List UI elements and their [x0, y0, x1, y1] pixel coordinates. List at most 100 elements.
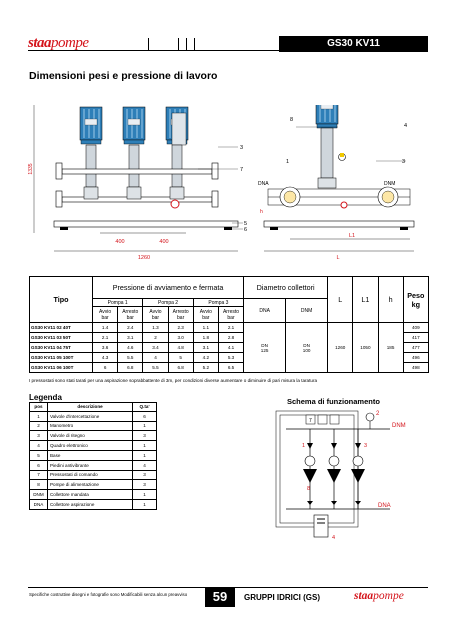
legend-desc: Manometro	[46, 420, 134, 432]
table-cell: 3.4	[142, 342, 169, 353]
pump-3: Pompa 3	[192, 298, 245, 307]
schema-1: 1	[302, 443, 305, 449]
table-cell: 2.4	[117, 322, 144, 333]
col-peso: Peso kg	[402, 276, 430, 323]
table-cell: 1.8	[192, 332, 219, 343]
dna-value: DN 125	[243, 322, 287, 373]
table-cell: 3.0	[167, 332, 194, 343]
table-cell: 4.2	[192, 352, 219, 363]
legend-pos: 5	[29, 449, 48, 461]
legend-header-desc: descrizione	[46, 402, 134, 412]
pump-1: Pompa 1	[91, 298, 144, 307]
col-l1: L1	[352, 276, 379, 323]
legend-qty: 1	[132, 440, 157, 451]
col-h: h	[377, 276, 404, 323]
table-cell: 3.1	[117, 332, 144, 343]
legend-desc: Valvole d'intercettazione	[46, 410, 134, 422]
schema-8: 8	[307, 486, 310, 492]
dim-width: 1260	[138, 255, 150, 261]
legend-pos: 8	[29, 479, 48, 491]
label-dnm: DNM	[384, 181, 395, 187]
model-name: GS30 KV11 02 40T	[29, 322, 93, 333]
col-dnm: DNM	[285, 298, 329, 323]
model-name: GS30 KV11 06 100T	[29, 362, 93, 373]
l1-value: 1050	[352, 322, 379, 373]
table-cell: 5.2	[192, 362, 219, 373]
l-value: 1260	[327, 322, 354, 373]
col-diam-title: Diametro collettori	[243, 276, 329, 299]
col-pressure-title: Pressione di avviamento e fermata	[91, 276, 245, 299]
legend-qty: 1	[132, 449, 157, 461]
table-cell: 1.1	[192, 322, 219, 333]
footer-note: Specifiche costruttive disegni e fotogra…	[29, 592, 188, 597]
table-cell: 4.6	[117, 342, 144, 353]
legend-desc: Pressostati di comando	[46, 469, 134, 481]
legend-desc: Collettore mandata	[46, 489, 134, 500]
legend-qty: 1	[132, 420, 157, 432]
table-cell: 6.8	[167, 362, 194, 373]
callout-6: 6	[244, 227, 247, 233]
legend-pos: 6	[29, 459, 48, 471]
control-box	[313, 514, 329, 538]
legend-desc: Valvole di ritegno	[46, 430, 134, 442]
legend-pos: 1	[29, 410, 48, 422]
table-cell: 6.5	[217, 362, 245, 373]
page-header: staapompe GS30 KV11	[28, 35, 428, 52]
col-dna: DNA	[243, 298, 287, 323]
footer-section-title: GRUPPI IDRICI (GS)	[244, 593, 321, 602]
schema-4: 4	[332, 535, 335, 541]
callout-3-side: 3	[402, 159, 405, 165]
dim-spacing-1: 400	[115, 239, 124, 245]
table-cell: 4.1	[217, 342, 245, 353]
table-cell: 496	[402, 352, 430, 363]
table-cell: 2.1	[217, 322, 245, 333]
pump-2: Pompa 2	[142, 298, 194, 307]
callout-7: 7	[240, 167, 243, 173]
legend-qty: 3	[132, 469, 157, 481]
col-tipo: Tipo	[29, 276, 93, 323]
brand-logo: staapompe	[28, 35, 89, 51]
callout-3-front: 3	[240, 145, 243, 151]
table-cell: 498	[402, 362, 430, 373]
brand-logo-footer: staapompe	[354, 590, 404, 602]
h-value: 185	[377, 322, 404, 373]
table-cell: 2.3	[167, 322, 194, 333]
schema-dnm: DNM	[392, 423, 406, 429]
dim-height: 1335	[28, 163, 34, 174]
schema-dna: DNA	[378, 503, 391, 509]
dim-l: L	[336, 255, 339, 261]
front-view: 3 7 5 6 400 400 1260	[53, 106, 247, 261]
table-cell: 3.1	[192, 342, 219, 353]
page-number: 59	[205, 587, 235, 607]
table-cell: 2.8	[217, 332, 245, 343]
manometer-icon	[365, 412, 375, 422]
schema-title: Schema di funzionamento	[287, 397, 380, 406]
legend-qty: 4	[132, 459, 157, 471]
table-cell: 4	[142, 352, 169, 363]
table-cell: 6	[91, 362, 119, 373]
table-cell: 2	[142, 332, 169, 343]
table-cell: 5.5	[117, 352, 144, 363]
legend-pos: DNM	[29, 489, 48, 500]
callout-8: 8	[290, 117, 293, 123]
legend-pos: 3	[29, 430, 48, 442]
table-cell: 409	[402, 322, 430, 333]
table-cell: 3.6	[91, 342, 119, 353]
legend-desc: Quadro elettronico	[46, 440, 134, 451]
table-cell: 477	[402, 342, 430, 353]
table-cell: 4.8	[167, 342, 194, 353]
table-cell: 4.3	[91, 352, 119, 363]
base-frame	[53, 220, 239, 228]
callout-4: 4	[404, 123, 407, 129]
schema-7: 7	[309, 418, 312, 424]
spec-table: Tipo Pressione di avviamento e fermata D…	[29, 276, 430, 373]
dim-spacing-2: 400	[159, 239, 168, 245]
legend-desc: Piedini antivibrante	[46, 459, 134, 471]
legend-header-qty: Q.ta'	[132, 402, 157, 412]
